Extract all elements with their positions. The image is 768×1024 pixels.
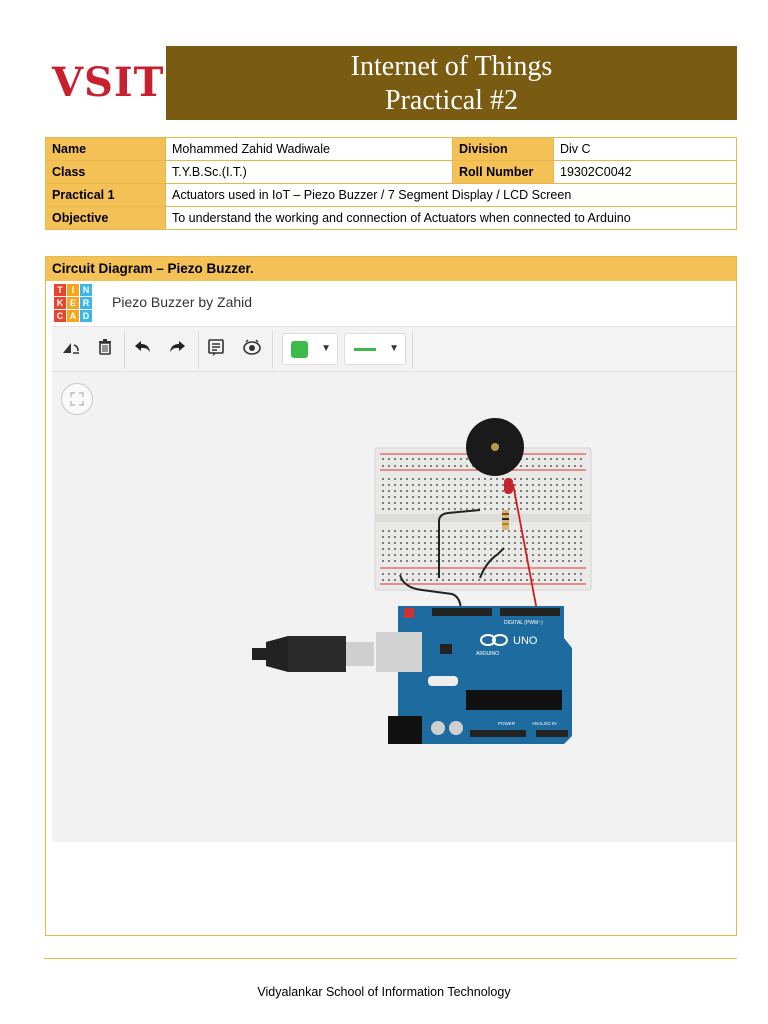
eye-icon[interactable] [241,339,263,361]
gnd-wire [399,574,462,613]
power-pins-label: POWER [498,721,516,726]
logo-letter: T [54,284,66,296]
name-label: Name [45,137,166,161]
fit-to-view-icon [70,392,84,406]
arduino-brand-label: ARDUINO [476,651,499,657]
practical-value: Actuators used in IoT – Piezo Buzzer / 7… [165,183,737,207]
digital-pins-label: DIGITAL (PWM~) [504,620,543,626]
analog-pins-label: ANALOG IN [532,721,557,726]
tinkercad-logo[interactable]: T I N K E R C A D [54,284,92,322]
signal-wire [512,483,539,617]
reset-button [404,608,414,618]
tinkercad-screenshot: T I N K E R C A D Piezo Buzzer by Zahid [52,282,736,842]
wire-icon [354,348,376,351]
resistor[interactable] [502,510,509,530]
objective-label: Objective [45,206,166,230]
chevron-down-icon: ▼ [321,343,331,354]
toolbar-divider [198,331,199,369]
arduino-uno[interactable]: UNO ARDUINO DIGITAL (PWM~) POWER ANALOG … [376,606,572,744]
color-picker[interactable]: ▼ [282,333,338,365]
logo-letter: R [80,297,92,309]
footer-text: Vidyalankar School of Information Techno… [257,985,511,999]
breadboard[interactable] [374,447,592,591]
roll-number-label: Roll Number [452,160,554,184]
atmega-chip [466,690,562,710]
title-line-2: Practical #2 [385,85,518,116]
footer-divider [44,958,737,959]
color-swatch [291,341,308,358]
title-banner: Internet of Things Practical #2 [166,46,737,120]
logo-letter: D [80,310,92,322]
usb-cable [252,636,374,672]
table-row: Objective To understand the working and … [45,206,737,230]
objective-value: To understand the working and connection… [165,206,737,230]
division-value: Div C [553,137,737,161]
undo-icon[interactable] [132,339,154,361]
toolbar-divider [412,331,413,369]
toolbar-divider [272,331,273,369]
trash-icon[interactable] [94,339,116,361]
practical-label: Practical 1 [45,183,166,207]
notes-icon[interactable] [205,339,227,361]
vsit-logo: VSIT [52,59,165,106]
table-row: Practical 1 Actuators used in IoT – Piez… [45,183,737,207]
red-led[interactable] [504,478,513,494]
uno-label: UNO [513,635,538,647]
chevron-down-icon: ▼ [389,343,399,354]
tinkercad-header: T I N K E R C A D Piezo Buzzer by Zahid [52,282,736,327]
name-value: Mohammed Zahid Wadiwale [165,137,453,161]
black-wire [479,547,505,579]
circuit-toolbar: ▼ ▼ [52,327,736,372]
table-row: Name Mohammed Zahid Wadiwale Division Di… [45,137,737,161]
fit-view-button[interactable] [61,383,93,415]
roll-number-value: 19302C0042 [553,160,737,184]
project-title[interactable]: Piezo Buzzer by Zahid [112,294,253,310]
division-label: Division [452,137,554,161]
circuit-canvas[interactable]: UNO ARDUINO DIGITAL (PWM~) POWER ANALOG … [52,372,736,842]
section-heading: Circuit Diagram – Piezo Buzzer. [46,257,736,281]
title-line-1: Internet of Things [350,51,553,82]
black-wire [438,509,481,578]
logo-letter: I [67,284,79,296]
wire-type-picker[interactable]: ▼ [344,333,406,365]
circuit-diagram-section: Circuit Diagram – Piezo Buzzer. T I N K … [45,256,737,936]
power-jack [388,716,422,744]
logo-letter: K [54,297,66,309]
toolbar-divider [124,331,125,369]
class-value: T.Y.B.Sc.(I.T.) [165,160,453,184]
logo-letter: E [67,297,79,309]
usb-port [376,632,422,672]
rotate-icon[interactable] [60,339,82,361]
piezo-buzzer[interactable] [466,418,524,476]
logo-letter: A [67,310,79,322]
logo-letter: C [54,310,66,322]
class-label: Class [45,160,166,184]
redo-icon[interactable] [166,339,188,361]
arduino-logo-icon [480,634,508,646]
logo-letter: N [80,284,92,296]
student-info-table: Name Mohammed Zahid Wadiwale Division Di… [45,137,737,230]
table-row: Class T.Y.B.Sc.(I.T.) Roll Number 19302C… [45,160,737,184]
